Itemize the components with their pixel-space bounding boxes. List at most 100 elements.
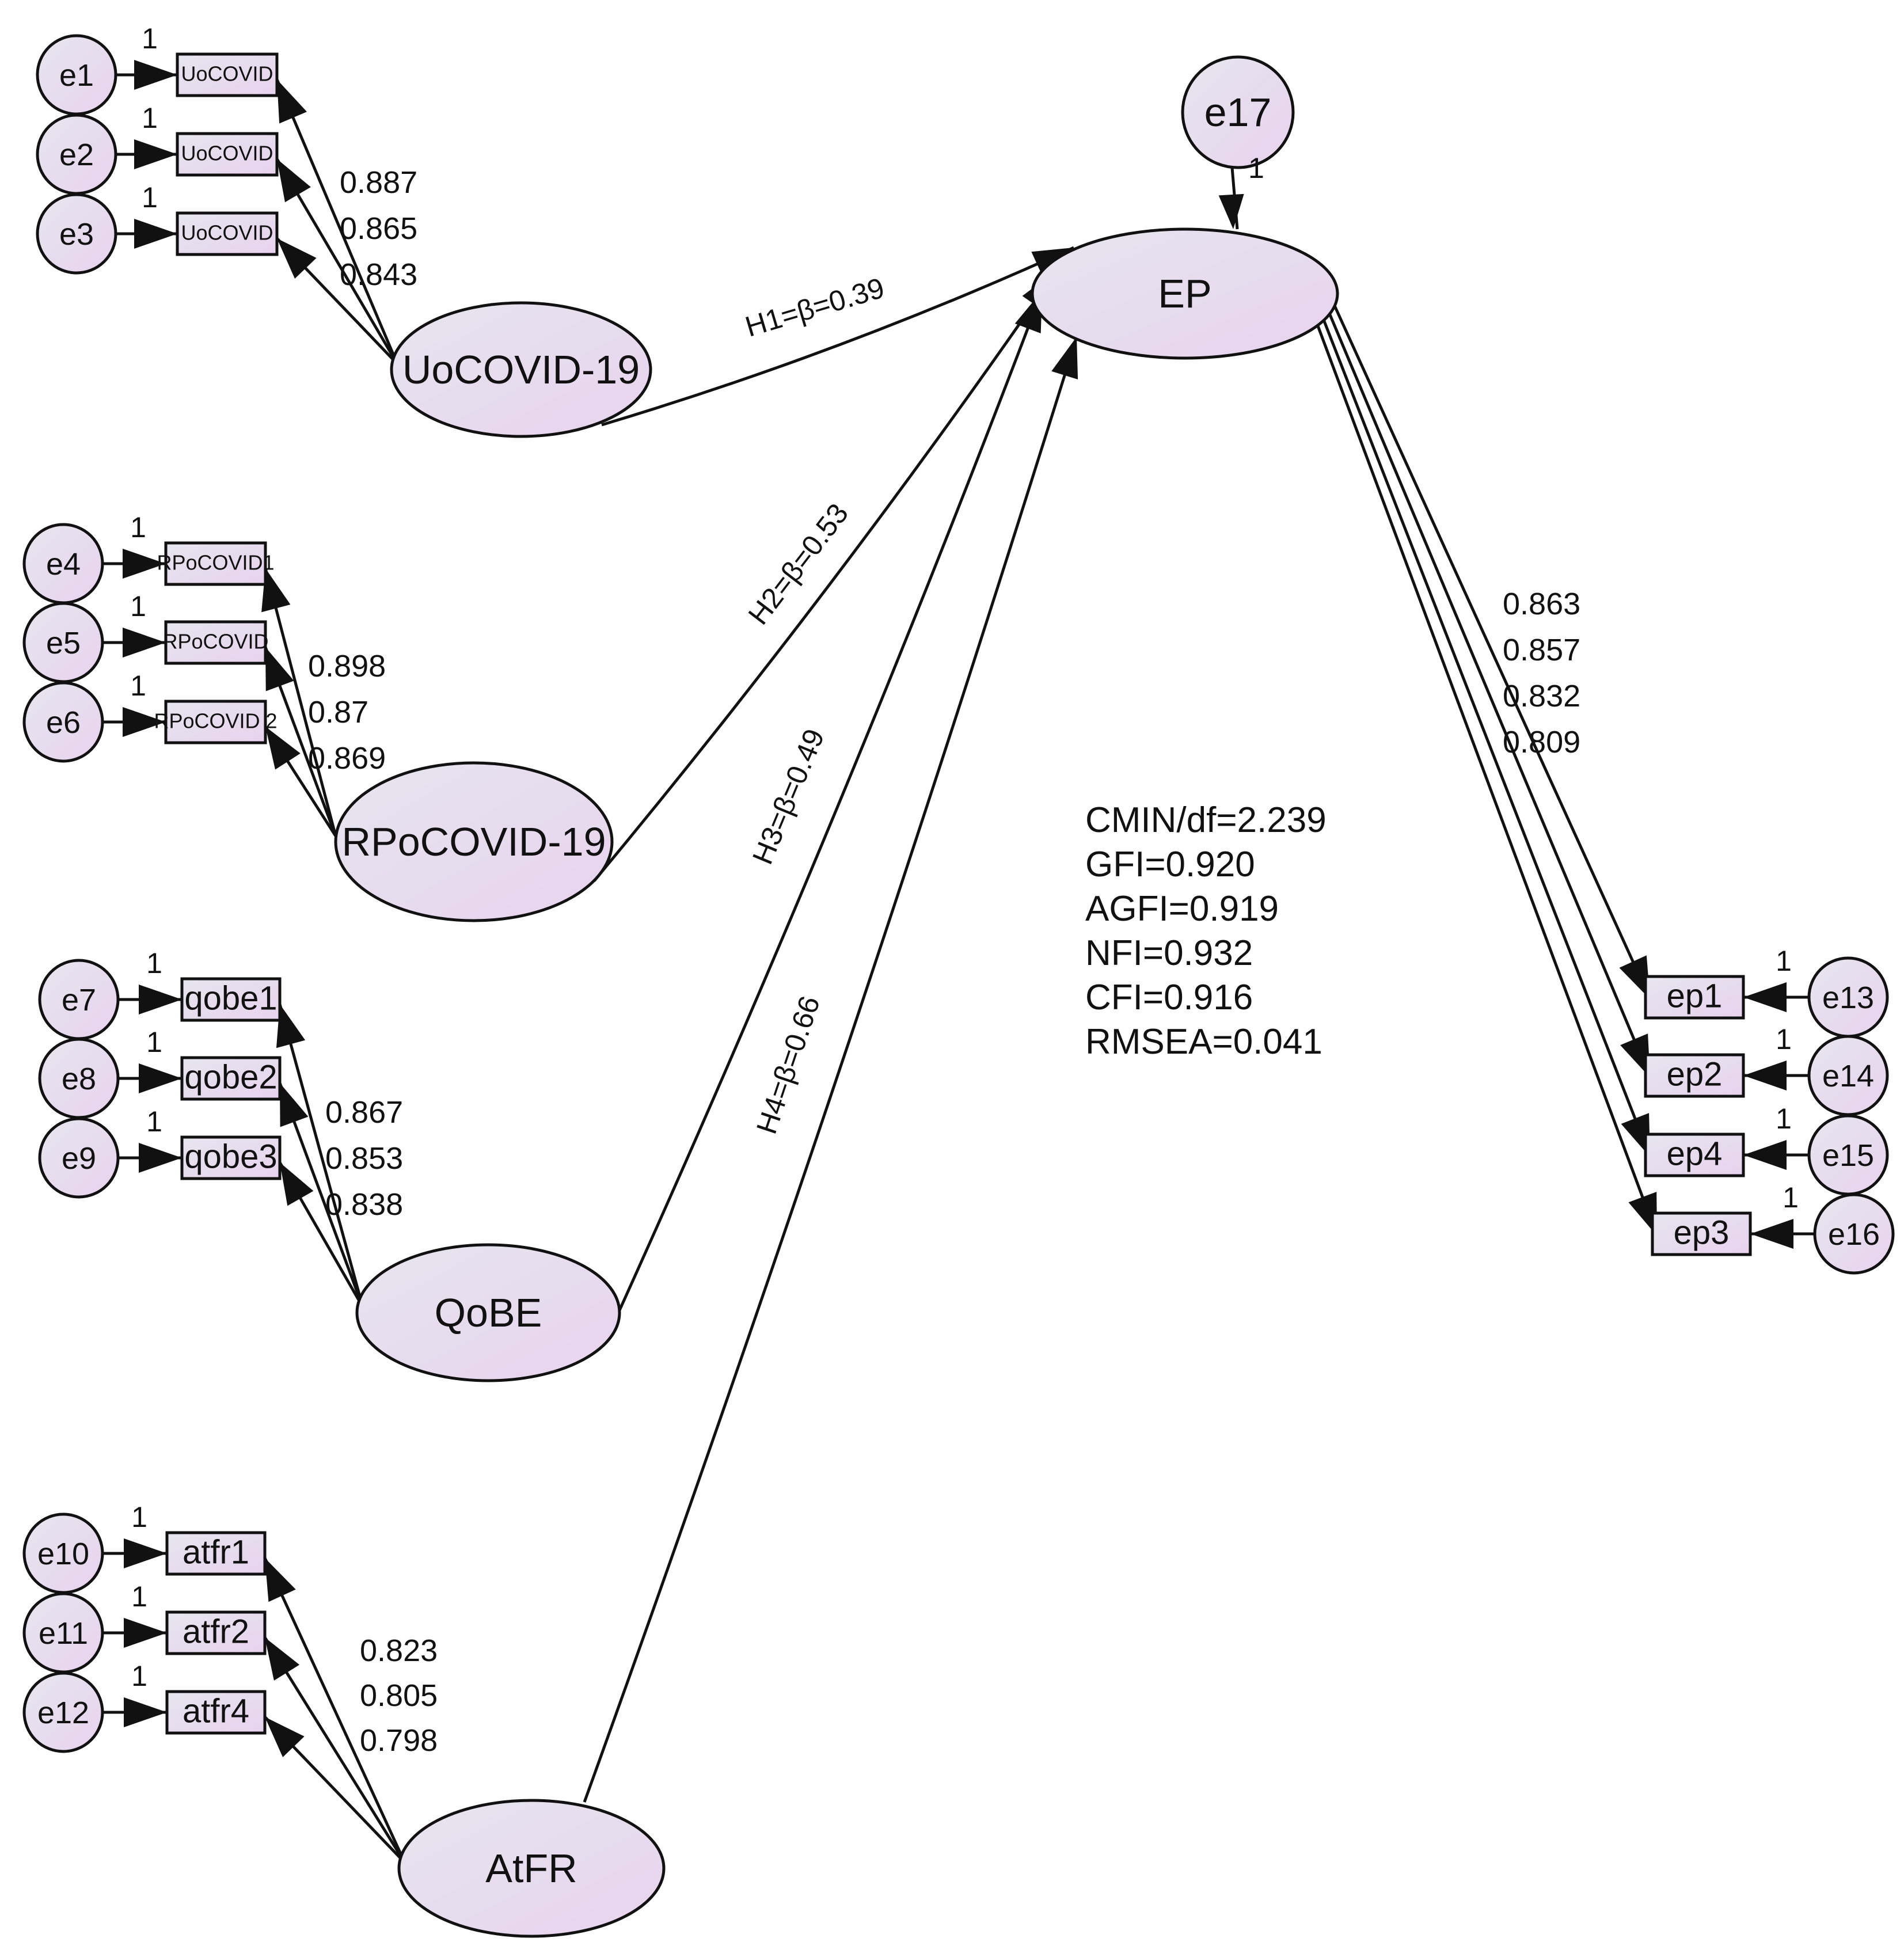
loading-path: [1313, 316, 1659, 1237]
observed-variable-box: [164, 620, 267, 665]
observed-variable-box: [180, 977, 282, 1022]
error-term-circle: [22, 1671, 104, 1753]
error-term-label: e14: [1822, 1059, 1874, 1093]
error-arrowhead: [139, 1063, 182, 1093]
error-term-label: e15: [1822, 1138, 1874, 1173]
latent-variable-ellipse: [355, 1243, 621, 1382]
error-term-label: e6: [46, 705, 81, 740]
error-term-label: e9: [62, 1141, 96, 1176]
loading-arrowhead: [265, 1717, 305, 1757]
error-term-label: e7: [62, 983, 96, 1017]
error-term-label: e8: [62, 1062, 96, 1096]
observed-variable-box: [165, 1610, 267, 1655]
loading-arrowhead: [277, 159, 311, 203]
fit-index-label: NFI=0.932: [1085, 933, 1253, 973]
fit-index-label: GFI=0.920: [1085, 845, 1255, 884]
observed-variable-box: [164, 541, 267, 586]
fixed-parameter-label: 1: [131, 1580, 147, 1613]
path-coefficient-label: H1=β=0.39: [742, 272, 888, 343]
observed-variable-label: atfr2: [183, 1613, 249, 1651]
error-term-circle: [1813, 1193, 1895, 1275]
factor-loading-label: 0.869: [308, 741, 386, 776]
fixed-parameter-label: 1: [142, 22, 158, 55]
error-arrowhead: [1743, 1061, 1787, 1090]
loading-arrowhead: [1628, 1192, 1657, 1236]
error-arrowhead: [124, 1697, 167, 1727]
observed-variable-label: ep1: [1667, 978, 1723, 1015]
disturbance-fixed-label: 1: [1248, 152, 1264, 184]
loading-path: [263, 1636, 406, 1864]
fixed-parameter-label: 1: [146, 1105, 162, 1138]
observed-variable-label: RPoCOVID 2: [154, 709, 277, 733]
observed-variable-label: UoCOVID: [181, 142, 273, 165]
error-term-circle: [22, 681, 104, 763]
fixed-parameter-label: 1: [142, 102, 158, 134]
path-coefficient-label: H4=β=0.66: [750, 992, 826, 1138]
observed-variable-box: [164, 700, 267, 744]
latent-variable-label: UoCOVID-19: [402, 347, 640, 392]
latent-variable-label: EP: [1158, 271, 1211, 316]
factor-loading-label: 0.853: [325, 1141, 403, 1176]
error-term-label: e13: [1822, 981, 1874, 1015]
error-arrowhead: [134, 139, 177, 169]
error-arrowhead: [139, 985, 182, 1014]
observed-variable-box: [176, 52, 279, 97]
error-arrowhead: [139, 1143, 182, 1173]
error-arrowhead: [1750, 1219, 1793, 1249]
error-term-label: e11: [39, 1616, 88, 1651]
error-arrowhead: [123, 707, 166, 737]
loading-arrowhead: [280, 1162, 314, 1206]
factor-loading-label: 0.805: [360, 1678, 438, 1713]
observed-variable-label: ep3: [1674, 1214, 1730, 1252]
structural-path-qo: [617, 290, 1044, 1313]
observed-variable-box: [1644, 1133, 1745, 1177]
factor-loading-label: 0.843: [340, 257, 417, 292]
observed-variable-label: RPoCOVID1: [157, 551, 274, 575]
observed-variable-label: qobe3: [184, 1138, 277, 1176]
observed-variable-label: RPoCOVID: [162, 630, 268, 653]
observed-variable-box: [1651, 1211, 1752, 1256]
loading-arrowhead: [276, 1004, 306, 1048]
error-term-label: e3: [59, 217, 94, 252]
observed-variable-label: ep4: [1667, 1135, 1723, 1173]
error-term-circle: [36, 193, 117, 275]
fixed-parameter-label: 1: [130, 590, 146, 622]
latent-variable-ellipse: [397, 1799, 666, 1938]
loading-path: [1318, 310, 1652, 1158]
latent-variable-ellipse: [1031, 227, 1339, 360]
observed-variable-label: UoCOVID: [181, 62, 273, 86]
loading-arrowhead: [265, 647, 294, 691]
error-arrowhead: [1743, 982, 1787, 1012]
loading-arrowhead: [265, 1558, 296, 1602]
loading-path: [264, 568, 337, 837]
factor-loading-label: 0.809: [1503, 725, 1580, 759]
fixed-parameter-label: 1: [1783, 1181, 1799, 1214]
fixed-parameter-label: 1: [146, 1026, 162, 1058]
disturbance-circle: [1181, 55, 1295, 169]
path-lines-layer: [102, 60, 1815, 1864]
latent-variable-label: RPoCOVID-19: [341, 819, 606, 864]
loading-arrowhead: [261, 568, 291, 613]
loading-arrowhead: [1620, 1033, 1650, 1078]
fixed-parameter-label: 1: [1776, 945, 1792, 977]
observed-variable-label: atfr1: [183, 1534, 249, 1571]
factor-loading-label: 0.863: [1503, 587, 1580, 621]
loading-arrowhead: [280, 1083, 309, 1127]
fixed-parameter-label: 1: [131, 1660, 147, 1692]
structural-path-rp: [593, 269, 1058, 882]
observed-variable-box: [1644, 1053, 1745, 1098]
loading-path: [275, 79, 399, 364]
error-arrowhead: [134, 60, 177, 90]
fit-index-label: AGFI=0.919: [1085, 889, 1279, 929]
loading-path: [1324, 305, 1652, 1078]
observed-variable-box: [176, 211, 279, 256]
structural-path-uo: [601, 246, 1075, 427]
loading-arrowhead: [277, 238, 317, 279]
loading-arrowhead: [1619, 955, 1650, 1000]
observed-variable-label: UoCOVID: [181, 221, 273, 245]
path-coefficient-label: H3=β=0.49: [746, 724, 831, 869]
latent-variable-ellipse: [390, 301, 652, 438]
error-term-label: e5: [46, 626, 81, 660]
error-arrowhead: [124, 1538, 167, 1568]
